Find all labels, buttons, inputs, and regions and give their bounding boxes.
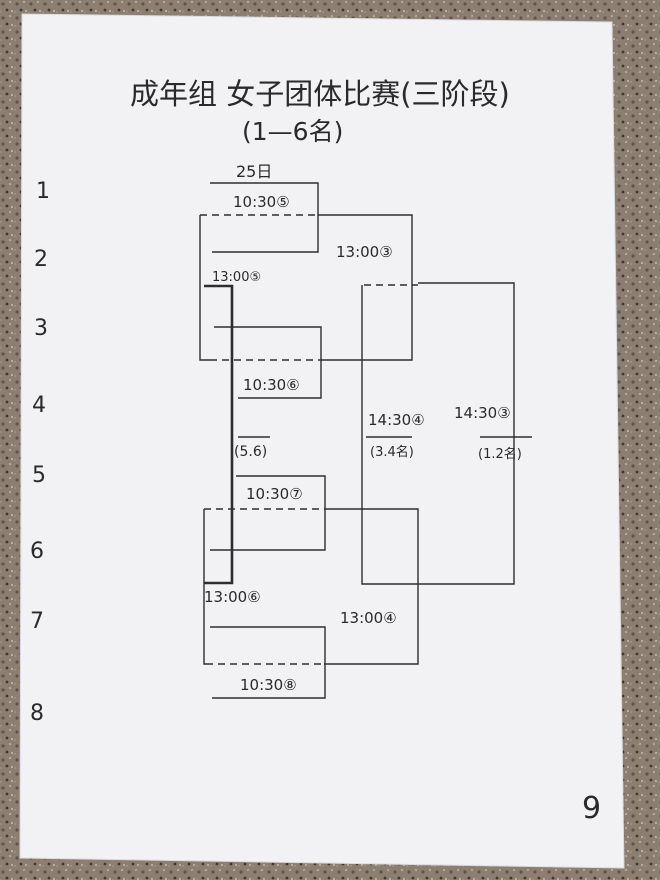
seed-number: 5 — [32, 463, 46, 488]
seed-number: 3 — [34, 316, 48, 341]
seed-number: 8 — [30, 701, 44, 726]
seed-number: 6 — [30, 539, 44, 564]
page-title: 成年组 女子团体比赛(三阶段) — [130, 77, 510, 111]
match-label: 10:30⑧ — [240, 676, 297, 694]
match-label: 13:00③ — [336, 243, 393, 261]
match-label: 10:30⑥ — [243, 376, 300, 394]
match-label: 13:00④ — [340, 609, 397, 627]
match-note: (1.2名) — [478, 446, 522, 462]
page-subtitle: (1—6名) — [242, 117, 343, 146]
seed-number: 7 — [30, 609, 44, 634]
match-note: (5.6) — [234, 444, 267, 460]
paper-sheet — [19, 13, 625, 869]
match-note: (3.4名) — [370, 444, 414, 460]
match-label: 13:00⑤ — [212, 270, 261, 285]
seed-number: 2 — [34, 247, 48, 272]
seed-number: 1 — [36, 179, 50, 204]
match-label: 14:30④ — [368, 411, 425, 429]
bracket-lines — [199, 182, 532, 699]
match-label: 14:30③ — [454, 404, 511, 422]
match-label: 10:30⑤ — [233, 193, 290, 211]
page-number: 9 — [582, 791, 601, 826]
date-label: 25日 — [236, 162, 272, 181]
match-label: 10:30⑦ — [246, 485, 303, 503]
seed-number: 4 — [32, 393, 46, 418]
match-label: 13:00⑥ — [204, 588, 261, 606]
